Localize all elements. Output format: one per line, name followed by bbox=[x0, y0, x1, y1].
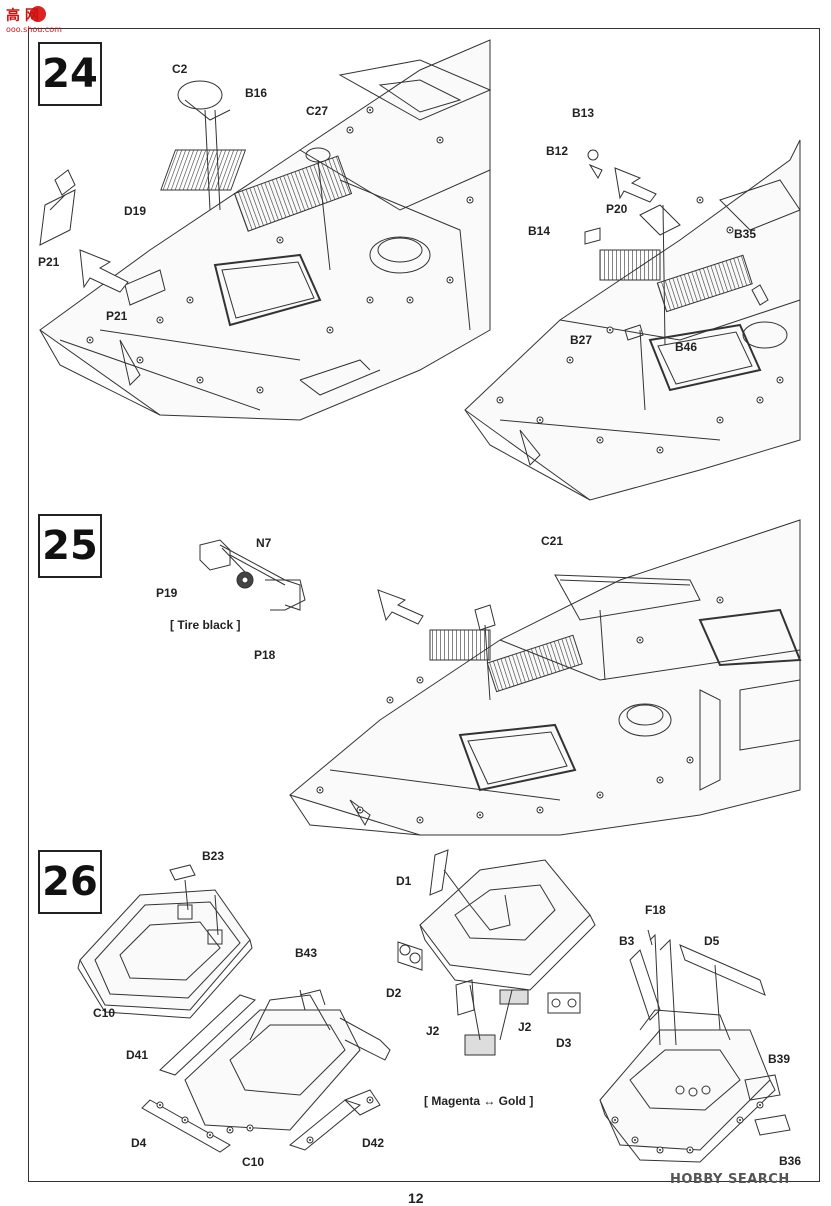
part-label-b46: B46 bbox=[675, 340, 698, 354]
direction-arrow bbox=[377, 589, 424, 625]
part-label-d19: D19 bbox=[124, 204, 147, 218]
step24-right-hull bbox=[464, 139, 801, 501]
part-label-d1: D1 bbox=[396, 874, 412, 888]
step25-hull bbox=[288, 519, 802, 836]
part-label-p20: P20 bbox=[606, 202, 628, 216]
part-label-b43: B43 bbox=[295, 946, 318, 960]
part-label-d2: D2 bbox=[386, 986, 402, 1000]
part-label-n7: N7 bbox=[256, 536, 272, 550]
step26-rear-assembly bbox=[599, 929, 791, 1163]
part-label-c10-a: C10 bbox=[93, 1006, 116, 1020]
part-label-b39: B39 bbox=[768, 1052, 791, 1066]
logo-text: 高 网 bbox=[6, 7, 39, 24]
paint-note-tire-black: [ Tire black ] bbox=[170, 618, 241, 632]
part-label-d41: D41 bbox=[126, 1048, 149, 1062]
part-label-b36: B36 bbox=[779, 1154, 802, 1168]
step26-hatch-ring bbox=[77, 864, 253, 1019]
part-label-b23: B23 bbox=[202, 849, 225, 863]
direction-arrow bbox=[79, 249, 129, 293]
page-frame bbox=[28, 28, 820, 1182]
part-label-f18: F18 bbox=[645, 903, 666, 917]
step26-turret-mount bbox=[397, 849, 596, 1056]
logo-subtext: ooo.shou.com bbox=[6, 25, 62, 34]
page-number: 12 bbox=[408, 1190, 424, 1206]
part-label-b16: B16 bbox=[245, 86, 268, 100]
part-label-b13: B13 bbox=[572, 106, 595, 120]
part-label-b14: B14 bbox=[528, 224, 551, 238]
part-label-p21-a: P21 bbox=[38, 255, 60, 269]
hobby-search-watermark: HOBBY SEARCH bbox=[670, 1172, 790, 1187]
part-label-c27: C27 bbox=[306, 104, 329, 118]
part-label-p21-b: P21 bbox=[106, 309, 128, 323]
paint-note-magenta-gold: [ Magenta ↔ Gold ] bbox=[424, 1094, 534, 1108]
part-label-d3: D3 bbox=[556, 1036, 572, 1050]
part-label-b27: B27 bbox=[570, 333, 593, 347]
part-label-p19: P19 bbox=[156, 586, 178, 600]
part-label-j2-a: J2 bbox=[426, 1024, 440, 1038]
part-label-j2-b: J2 bbox=[518, 1020, 532, 1034]
direction-arrow bbox=[614, 167, 657, 203]
part-label-d5: D5 bbox=[704, 934, 720, 948]
part-label-p18: P18 bbox=[254, 648, 276, 662]
part-label-b3: B3 bbox=[619, 934, 635, 948]
part-label-c21: C21 bbox=[541, 534, 564, 548]
step26-hatch-base bbox=[141, 989, 391, 1153]
step-number-25: 25 bbox=[38, 514, 102, 578]
part-label-b12: B12 bbox=[546, 144, 569, 158]
part-label-b35: B35 bbox=[734, 227, 757, 241]
step-number-26: 26 bbox=[38, 850, 102, 914]
step-number-24: 24 bbox=[38, 42, 102, 106]
part-label-c10-b: C10 bbox=[242, 1155, 265, 1169]
site-logo: 高 网 ooo.shou.com bbox=[4, 4, 74, 34]
part-label-d4: D4 bbox=[131, 1136, 147, 1150]
part-label-d42: D42 bbox=[362, 1136, 385, 1150]
step25-tire-subassembly bbox=[199, 539, 306, 611]
step24-left-hull bbox=[39, 39, 492, 421]
part-label-c2: C2 bbox=[172, 62, 188, 76]
